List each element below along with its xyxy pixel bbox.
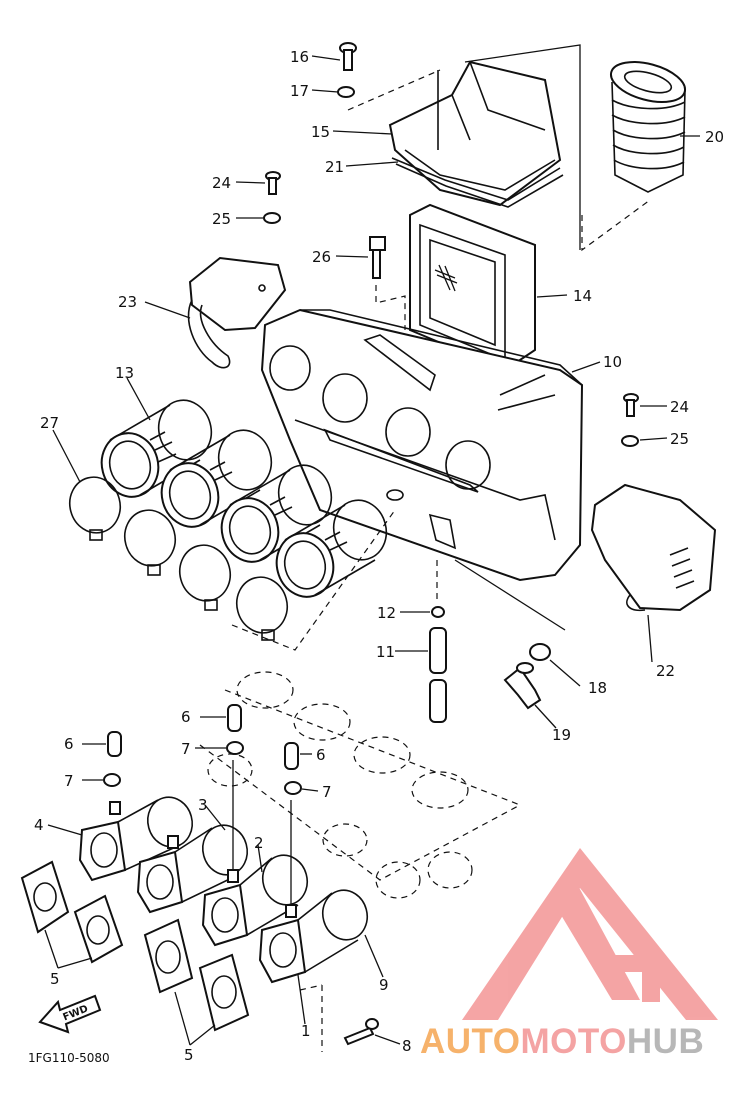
bolt	[265, 171, 281, 195]
callout-25-right: 25	[670, 430, 689, 448]
air-duct-cover	[388, 60, 562, 207]
callout-16: 16	[290, 48, 309, 66]
callout-6-right: 6	[316, 746, 326, 764]
engine-outline	[199, 671, 521, 899]
air-filter-element	[409, 203, 536, 372]
watermark-auto: AUTO	[420, 1022, 521, 1061]
gasket	[391, 157, 564, 208]
callout-2: 2	[254, 834, 264, 852]
hose-clamps	[68, 476, 289, 641]
callout-22: 22	[656, 662, 675, 680]
guide-line	[231, 509, 396, 651]
guide-line	[464, 44, 581, 250]
callout-11: 11	[376, 643, 395, 661]
callout-5-left: 5	[50, 970, 60, 988]
callout-7-left: 7	[64, 772, 74, 790]
callout-20: 20	[705, 128, 724, 146]
caps	[107, 704, 299, 770]
callout-24-right: 24	[670, 398, 689, 416]
leader-lines	[44, 55, 700, 1046]
callout-21: 21	[325, 158, 344, 176]
drain-elbow	[503, 662, 542, 710]
air-box	[260, 308, 584, 582]
screw	[343, 1018, 379, 1046]
bolt	[623, 393, 639, 417]
guide-line	[375, 285, 406, 330]
washer	[621, 435, 639, 447]
drawing-code: 1FG110-5080	[28, 1051, 110, 1065]
guide-line	[581, 199, 651, 252]
callout-14: 14	[573, 287, 592, 305]
callout-7: 7	[181, 740, 191, 758]
automotohub-logo	[462, 848, 718, 1020]
drain-clip	[431, 606, 445, 618]
guide-line	[232, 760, 292, 905]
callout-3: 3	[198, 796, 208, 814]
forward-arrow-icon: FWD	[38, 994, 102, 1034]
callout-10: 10	[603, 353, 622, 371]
callout-13: 13	[115, 364, 134, 382]
carburetor-joints	[78, 796, 369, 984]
callout-8: 8	[402, 1037, 412, 1055]
drain-hose	[429, 627, 447, 723]
washer	[337, 86, 355, 98]
callout-7-right: 7	[322, 783, 332, 801]
callout-6-left: 6	[64, 735, 74, 753]
callout-4: 4	[34, 816, 44, 834]
callout-labels: 16 17 15 21 24 25 26 20 14 10 23 13 27 2…	[34, 48, 724, 1064]
callout-23: 23	[118, 293, 137, 311]
washer	[263, 212, 281, 224]
watermark-hub: HUB	[627, 1022, 704, 1061]
guide-line	[347, 69, 441, 111]
callout-19: 19	[552, 726, 571, 744]
bolt	[339, 42, 357, 71]
callout-18: 18	[588, 679, 607, 697]
air-funnel	[610, 61, 686, 193]
callout-6: 6	[181, 708, 191, 726]
intake-joints	[100, 399, 388, 598]
callout-12: 12	[377, 604, 396, 622]
callout-26: 26	[312, 248, 331, 266]
callout-27: 27	[40, 414, 59, 432]
callout-5-bottom: 5	[184, 1046, 194, 1064]
bolt	[369, 236, 386, 279]
watermark-moto: MOTO	[521, 1022, 627, 1061]
callout-24: 24	[212, 174, 231, 192]
callout-9: 9	[379, 976, 389, 994]
side-cover-left	[187, 256, 287, 369]
side-cover-right	[590, 483, 717, 612]
callout-25: 25	[212, 210, 231, 228]
plug	[529, 643, 551, 661]
guide-line	[454, 559, 566, 631]
callout-17: 17	[290, 82, 309, 100]
callout-15: 15	[311, 123, 330, 141]
guide-line	[299, 984, 323, 1052]
watermark-text: AUTOMOTOHUB	[420, 1022, 704, 1061]
clips	[103, 741, 302, 795]
callout-1: 1	[301, 1022, 311, 1040]
joint-gaskets	[20, 860, 250, 1032]
